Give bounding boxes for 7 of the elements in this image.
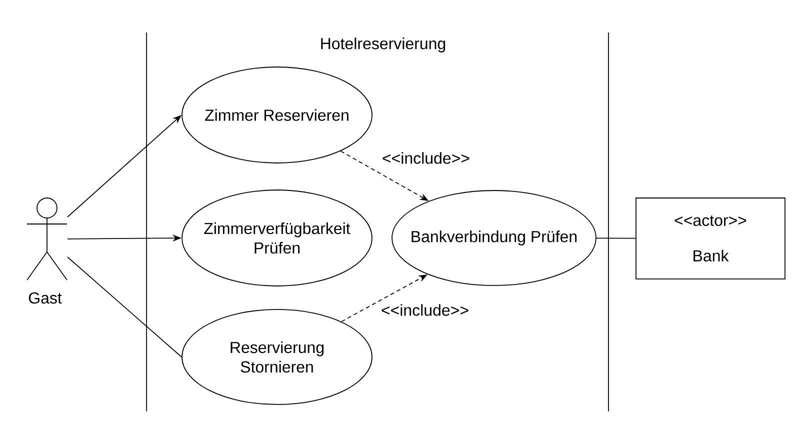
edge-label: <<include>> bbox=[380, 303, 470, 317]
actor-box: <<actor>> Bank bbox=[636, 198, 786, 280]
actor-name: Gast bbox=[28, 292, 62, 304]
association-line bbox=[67, 256, 182, 358]
system-title: Hotelreservierung bbox=[321, 38, 446, 52]
edge-label: <<include>> bbox=[380, 151, 472, 165]
association-line bbox=[596, 238, 636, 239]
